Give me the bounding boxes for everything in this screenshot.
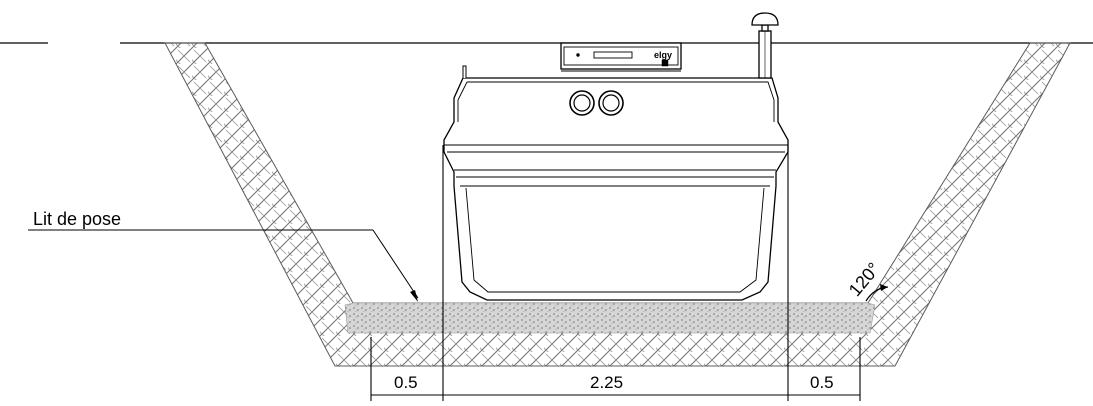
vent-pipe	[751, 12, 779, 79]
dimension-tank-width: 2.25	[590, 373, 623, 392]
tank	[443, 65, 789, 301]
excavation-hatch	[164, 42, 1071, 367]
tank-outlets	[569, 90, 624, 116]
dimension-right-clearance: 0.5	[810, 373, 834, 392]
bedding-label: Lit de pose	[33, 209, 121, 229]
bedding-leader-line	[372, 229, 419, 299]
control-box	[560, 42, 682, 72]
dimension-left-clearance: 0.5	[394, 373, 418, 392]
unit-brand: elgy	[654, 50, 672, 60]
bedding-arrow-head	[410, 290, 418, 302]
bedding-layer	[344, 302, 876, 334]
extension-lines	[370, 145, 861, 401]
slope-angle-arrow	[880, 284, 888, 291]
